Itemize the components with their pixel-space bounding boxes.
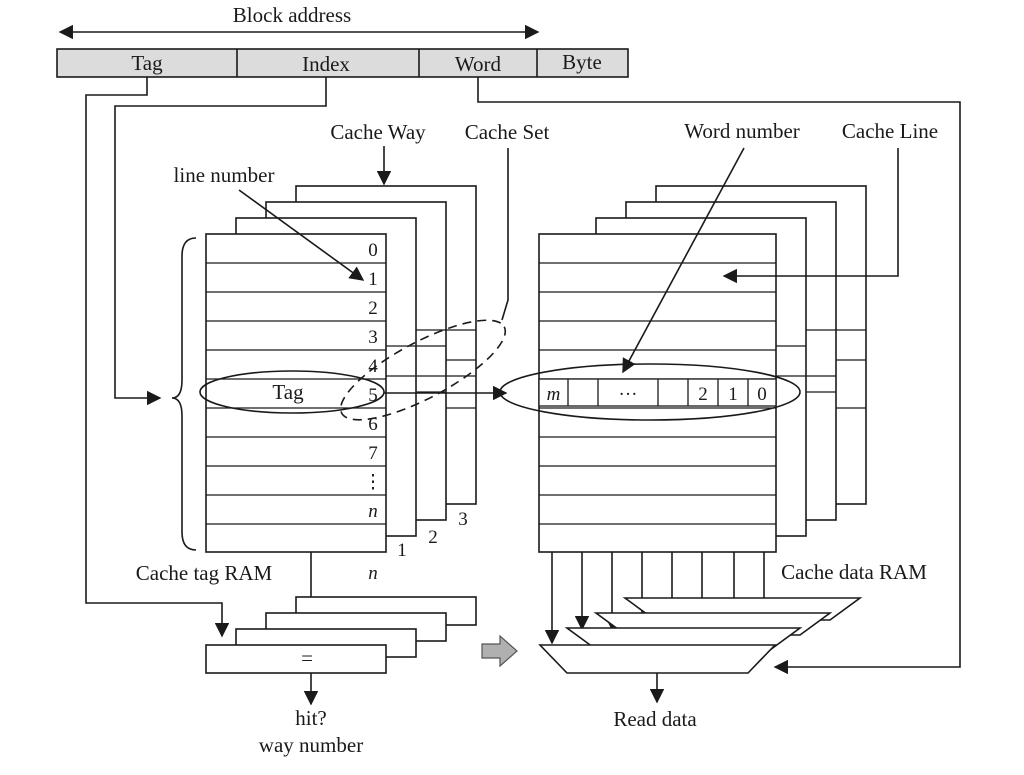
data-cell-label: m [547,384,561,405]
address-bar [56,48,629,78]
row-brace [171,237,197,551]
cache-set-ellipse [339,319,507,421]
cache-set-label: Cache Set [465,120,550,144]
tag-row-number: n [368,501,378,522]
tag-ram-stack [205,185,477,553]
word-number-label: Word number [684,119,800,143]
way-label-n: n [368,563,378,584]
tag-row-number: 0 [368,240,378,261]
data-cell-label: 1 [728,384,738,405]
way-number-label: way number [259,733,363,757]
read-data-label: Read data [613,707,697,731]
way-label-2: 2 [428,527,438,548]
tag-row-number: 2 [368,298,378,319]
cache-line-label: Cache Line [842,119,938,143]
data-cell-label: 2 [698,384,708,405]
block-address-label: Block address [233,3,351,27]
tag-row-number: 5 [368,385,378,406]
tag-route-line [85,77,230,638]
field-index: Index [302,52,350,76]
comparator-front [205,644,387,674]
tag-row-number: ⋮ [364,472,383,493]
tag-row-number: 6 [368,414,378,435]
word-route-line [477,77,961,675]
cache-set-pointer [501,148,509,321]
data-cell-label: ··· [619,384,638,405]
tag-row-number: 3 [368,327,378,348]
way-label-3: 3 [458,509,468,530]
mux-front [538,644,777,674]
tag-cell-label: Tag [272,380,304,404]
mux-stack [538,597,863,674]
cache-way-label: Cache Way [330,120,426,144]
tag-row-number: 7 [368,443,378,464]
cache-data-ram-label: Cache data RAM [781,560,927,584]
cache-tag-ram-label: Cache tag RAM [136,561,273,585]
index-route-line [114,77,327,406]
selected-tag-ellipse [199,370,385,414]
comparator-symbol: = [301,646,313,670]
field-byte: Byte [562,50,602,74]
hit-label: hit? [295,706,327,730]
word-number-arrow [622,147,745,374]
way-label-1: 1 [397,540,407,561]
data-ram-stack [538,185,867,553]
field-word: Word [455,52,502,76]
comparator-stack [205,596,477,674]
cache-line-arrow [722,148,899,284]
line-number-arrow [238,189,365,281]
tag-row-number: 1 [368,269,378,290]
field-tag: Tag [131,51,163,75]
line-number-label: line number [174,163,275,187]
address-fields: Tag Index Word Byte [56,48,629,78]
tag-ram-front-way [205,233,387,553]
tag-row-number: 4 [368,356,378,377]
data-cell-label: 0 [757,384,767,405]
flow-arrow [481,634,518,668]
